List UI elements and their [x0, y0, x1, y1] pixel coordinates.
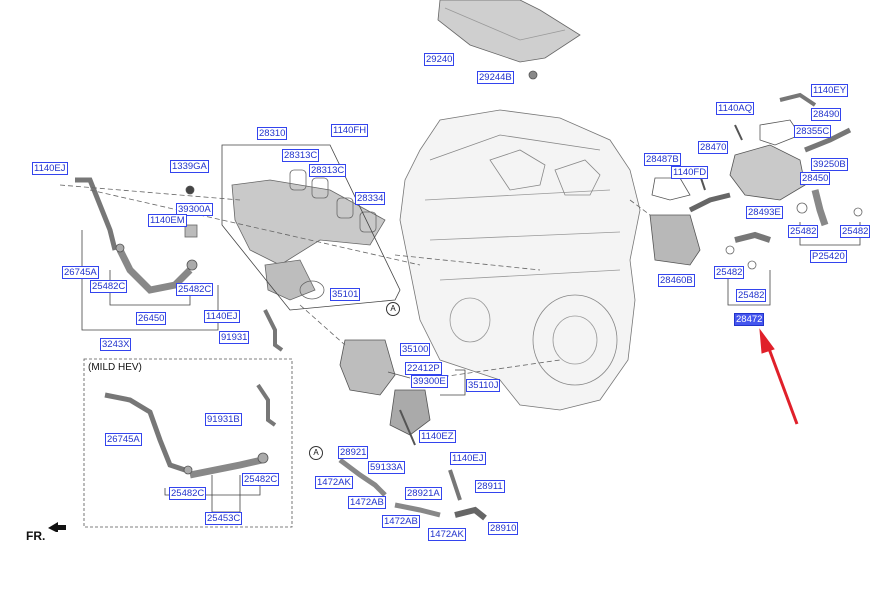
part-label-28910[interactable]: 28910	[488, 522, 519, 535]
part-label-25482[interactable]: 25482	[788, 225, 819, 238]
part-label-25482[interactable]: 25482	[840, 225, 871, 238]
part-label-1140aq[interactable]: 1140AQ	[716, 102, 755, 115]
part-label-35110j[interactable]: 35110J	[466, 379, 501, 392]
part-label-1140ey[interactable]: 1140EY	[811, 84, 849, 97]
part-label-28487b[interactable]: 28487B	[644, 153, 681, 166]
part-label-28493e[interactable]: 28493E	[746, 206, 783, 219]
part-label-25482[interactable]: 25482	[736, 289, 767, 302]
part-label-39300e[interactable]: 39300E	[411, 375, 448, 388]
part-label-29240[interactable]: 29240	[424, 53, 455, 66]
part-label-25482c[interactable]: 25482C	[242, 473, 280, 486]
part-label-28313c[interactable]: 28313C	[282, 149, 320, 162]
callout-a-circle: A	[309, 446, 323, 460]
part-label-91931[interactable]: 91931	[219, 331, 250, 344]
part-label-29244b[interactable]: 29244B	[477, 71, 514, 84]
mild-hev-section-label: (MILD HEV)	[88, 362, 142, 373]
part-label-28450[interactable]: 28450	[800, 172, 831, 185]
part-label-28472[interactable]: 28472	[734, 313, 765, 326]
part-label-39250b[interactable]: 39250B	[811, 158, 848, 171]
part-label-25482c[interactable]: 25482C	[90, 280, 128, 293]
part-label-28921a[interactable]: 28921A	[405, 487, 442, 500]
part-label-22412p[interactable]: 22412P	[405, 362, 442, 375]
part-label-26745a[interactable]: 26745A	[105, 433, 142, 446]
part-label-39300a[interactable]: 39300A	[176, 203, 213, 216]
part-label-1140ej[interactable]: 1140EJ	[204, 310, 240, 323]
part-label-1472ak[interactable]: 1472AK	[428, 528, 466, 541]
part-label-p25420[interactable]: P25420	[810, 250, 847, 263]
part-label-1140fd[interactable]: 1140FD	[671, 166, 709, 179]
part-label-3243x[interactable]: 3243X	[100, 338, 132, 351]
part-label-28490[interactable]: 28490	[811, 108, 842, 121]
part-label-25482[interactable]: 25482	[714, 266, 745, 279]
part-label-1472ab[interactable]: 1472AB	[348, 496, 386, 509]
part-label-28470[interactable]: 28470	[698, 141, 729, 154]
part-label-26450[interactable]: 26450	[136, 312, 167, 325]
part-label-1140ej[interactable]: 1140EJ	[32, 162, 68, 175]
part-label-1472ak[interactable]: 1472AK	[315, 476, 353, 489]
part-label-28355c[interactable]: 28355C	[794, 125, 832, 138]
red-pointer-arrow	[759, 328, 799, 425]
part-label-25482c[interactable]: 25482C	[169, 487, 207, 500]
part-label-25453c[interactable]: 25453C	[205, 512, 243, 525]
part-label-1140ez[interactable]: 1140EZ	[419, 430, 456, 443]
front-arrow-icon	[48, 522, 66, 532]
part-label-35101[interactable]: 35101	[330, 288, 361, 301]
part-label-91931b[interactable]: 91931B	[205, 413, 242, 426]
part-label-26745a[interactable]: 26745A	[62, 266, 99, 279]
part-label-28334[interactable]: 28334	[355, 192, 386, 205]
part-label-59133a[interactable]: 59133A	[368, 461, 405, 474]
part-label-28921[interactable]: 28921	[338, 446, 369, 459]
part-label-28460b[interactable]: 28460B	[658, 274, 695, 287]
part-label-1140fh[interactable]: 1140FH	[331, 124, 369, 137]
front-direction-label: FR.	[26, 529, 46, 543]
part-label-35100[interactable]: 35100	[400, 343, 431, 356]
part-label-1140em[interactable]: 1140EM	[148, 214, 187, 227]
part-label-28911[interactable]: 28911	[475, 480, 505, 493]
part-label-1339ga[interactable]: 1339GA	[170, 160, 209, 173]
part-label-25482c[interactable]: 25482C	[176, 283, 214, 296]
part-label-1472ab[interactable]: 1472AB	[382, 515, 420, 528]
callout-a-circle: A	[386, 302, 400, 316]
part-label-28313c[interactable]: 28313C	[309, 164, 347, 177]
part-label-28310[interactable]: 28310	[257, 127, 288, 140]
part-label-1140ej[interactable]: 1140EJ	[450, 452, 486, 465]
